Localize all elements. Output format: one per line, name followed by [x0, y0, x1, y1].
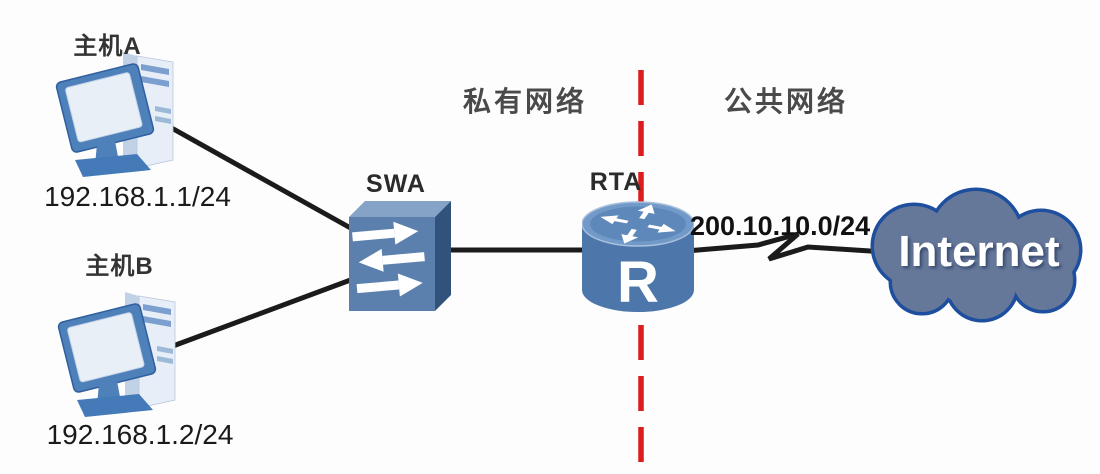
switch-top-face	[349, 201, 451, 217]
pc-icon	[57, 292, 176, 417]
router-rta-label: RTA	[589, 168, 643, 196]
cloud-icon	[870, 187, 1083, 323]
cable-host-a-to-swa	[165, 123, 375, 243]
router-face-letter: R	[617, 250, 659, 315]
switch-swa-label: SWA	[366, 170, 426, 198]
host-b-label: 主机B	[85, 253, 154, 280]
wan-subnet-label: 200.10.10.0/24	[690, 211, 871, 241]
host-a-ip: 192.168.1.1/24	[44, 181, 231, 212]
switch-icon	[349, 201, 451, 311]
router-body	[582, 224, 694, 312]
internet-label: Internet	[898, 227, 1060, 276]
pc-base	[75, 154, 151, 177]
pc-icon	[55, 52, 174, 177]
private-network-label: 私有网络	[462, 86, 587, 117]
cable-host-b-to-swa	[170, 269, 375, 349]
pc-base	[77, 394, 153, 417]
switch-side-face	[435, 201, 451, 311]
host-b-ip: 192.168.1.2/24	[46, 419, 234, 450]
internet-cloud: Internet	[864, 186, 1094, 326]
pc-monitor	[57, 303, 157, 393]
router-icon: R	[582, 201, 694, 315]
host-a-label: 主机A	[73, 33, 142, 60]
switch-arrows	[352, 221, 425, 297]
public-network-label: 公共网络	[723, 86, 848, 117]
wan-lightning-link	[683, 231, 889, 262]
pc-monitor	[55, 63, 155, 153]
